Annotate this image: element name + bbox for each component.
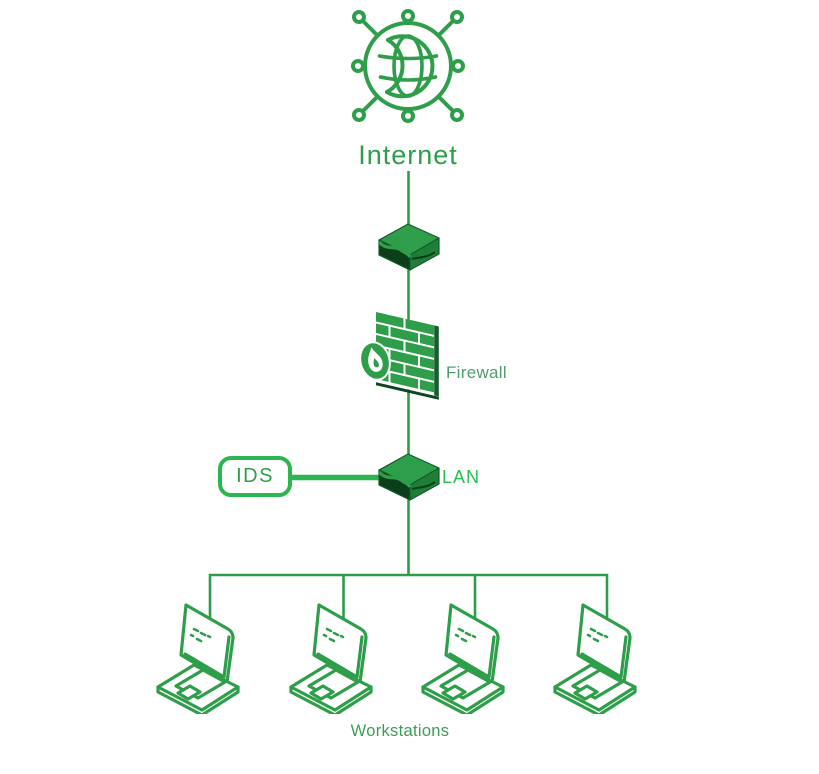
lan-switch-icon bbox=[377, 453, 440, 501]
workstation-laptop-icon-2 bbox=[289, 603, 373, 714]
workstation-laptop-icon-4 bbox=[553, 603, 637, 714]
workstation-laptop-icon-3 bbox=[421, 603, 505, 714]
connector-bus bbox=[208, 573, 609, 632]
firewall-label: Firewall bbox=[446, 363, 507, 382]
internet-globe-icon bbox=[351, 9, 465, 123]
router-switch-icon bbox=[377, 223, 440, 271]
lan-label: LAN bbox=[442, 467, 481, 487]
ids-node: IDS bbox=[218, 456, 292, 497]
internet-label: Internet bbox=[358, 140, 458, 170]
workstations-label: Workstations bbox=[350, 722, 450, 740]
flame-icon bbox=[359, 341, 391, 381]
ids-label: IDS bbox=[236, 465, 274, 487]
workstation-laptop-icon-1 bbox=[156, 603, 240, 714]
